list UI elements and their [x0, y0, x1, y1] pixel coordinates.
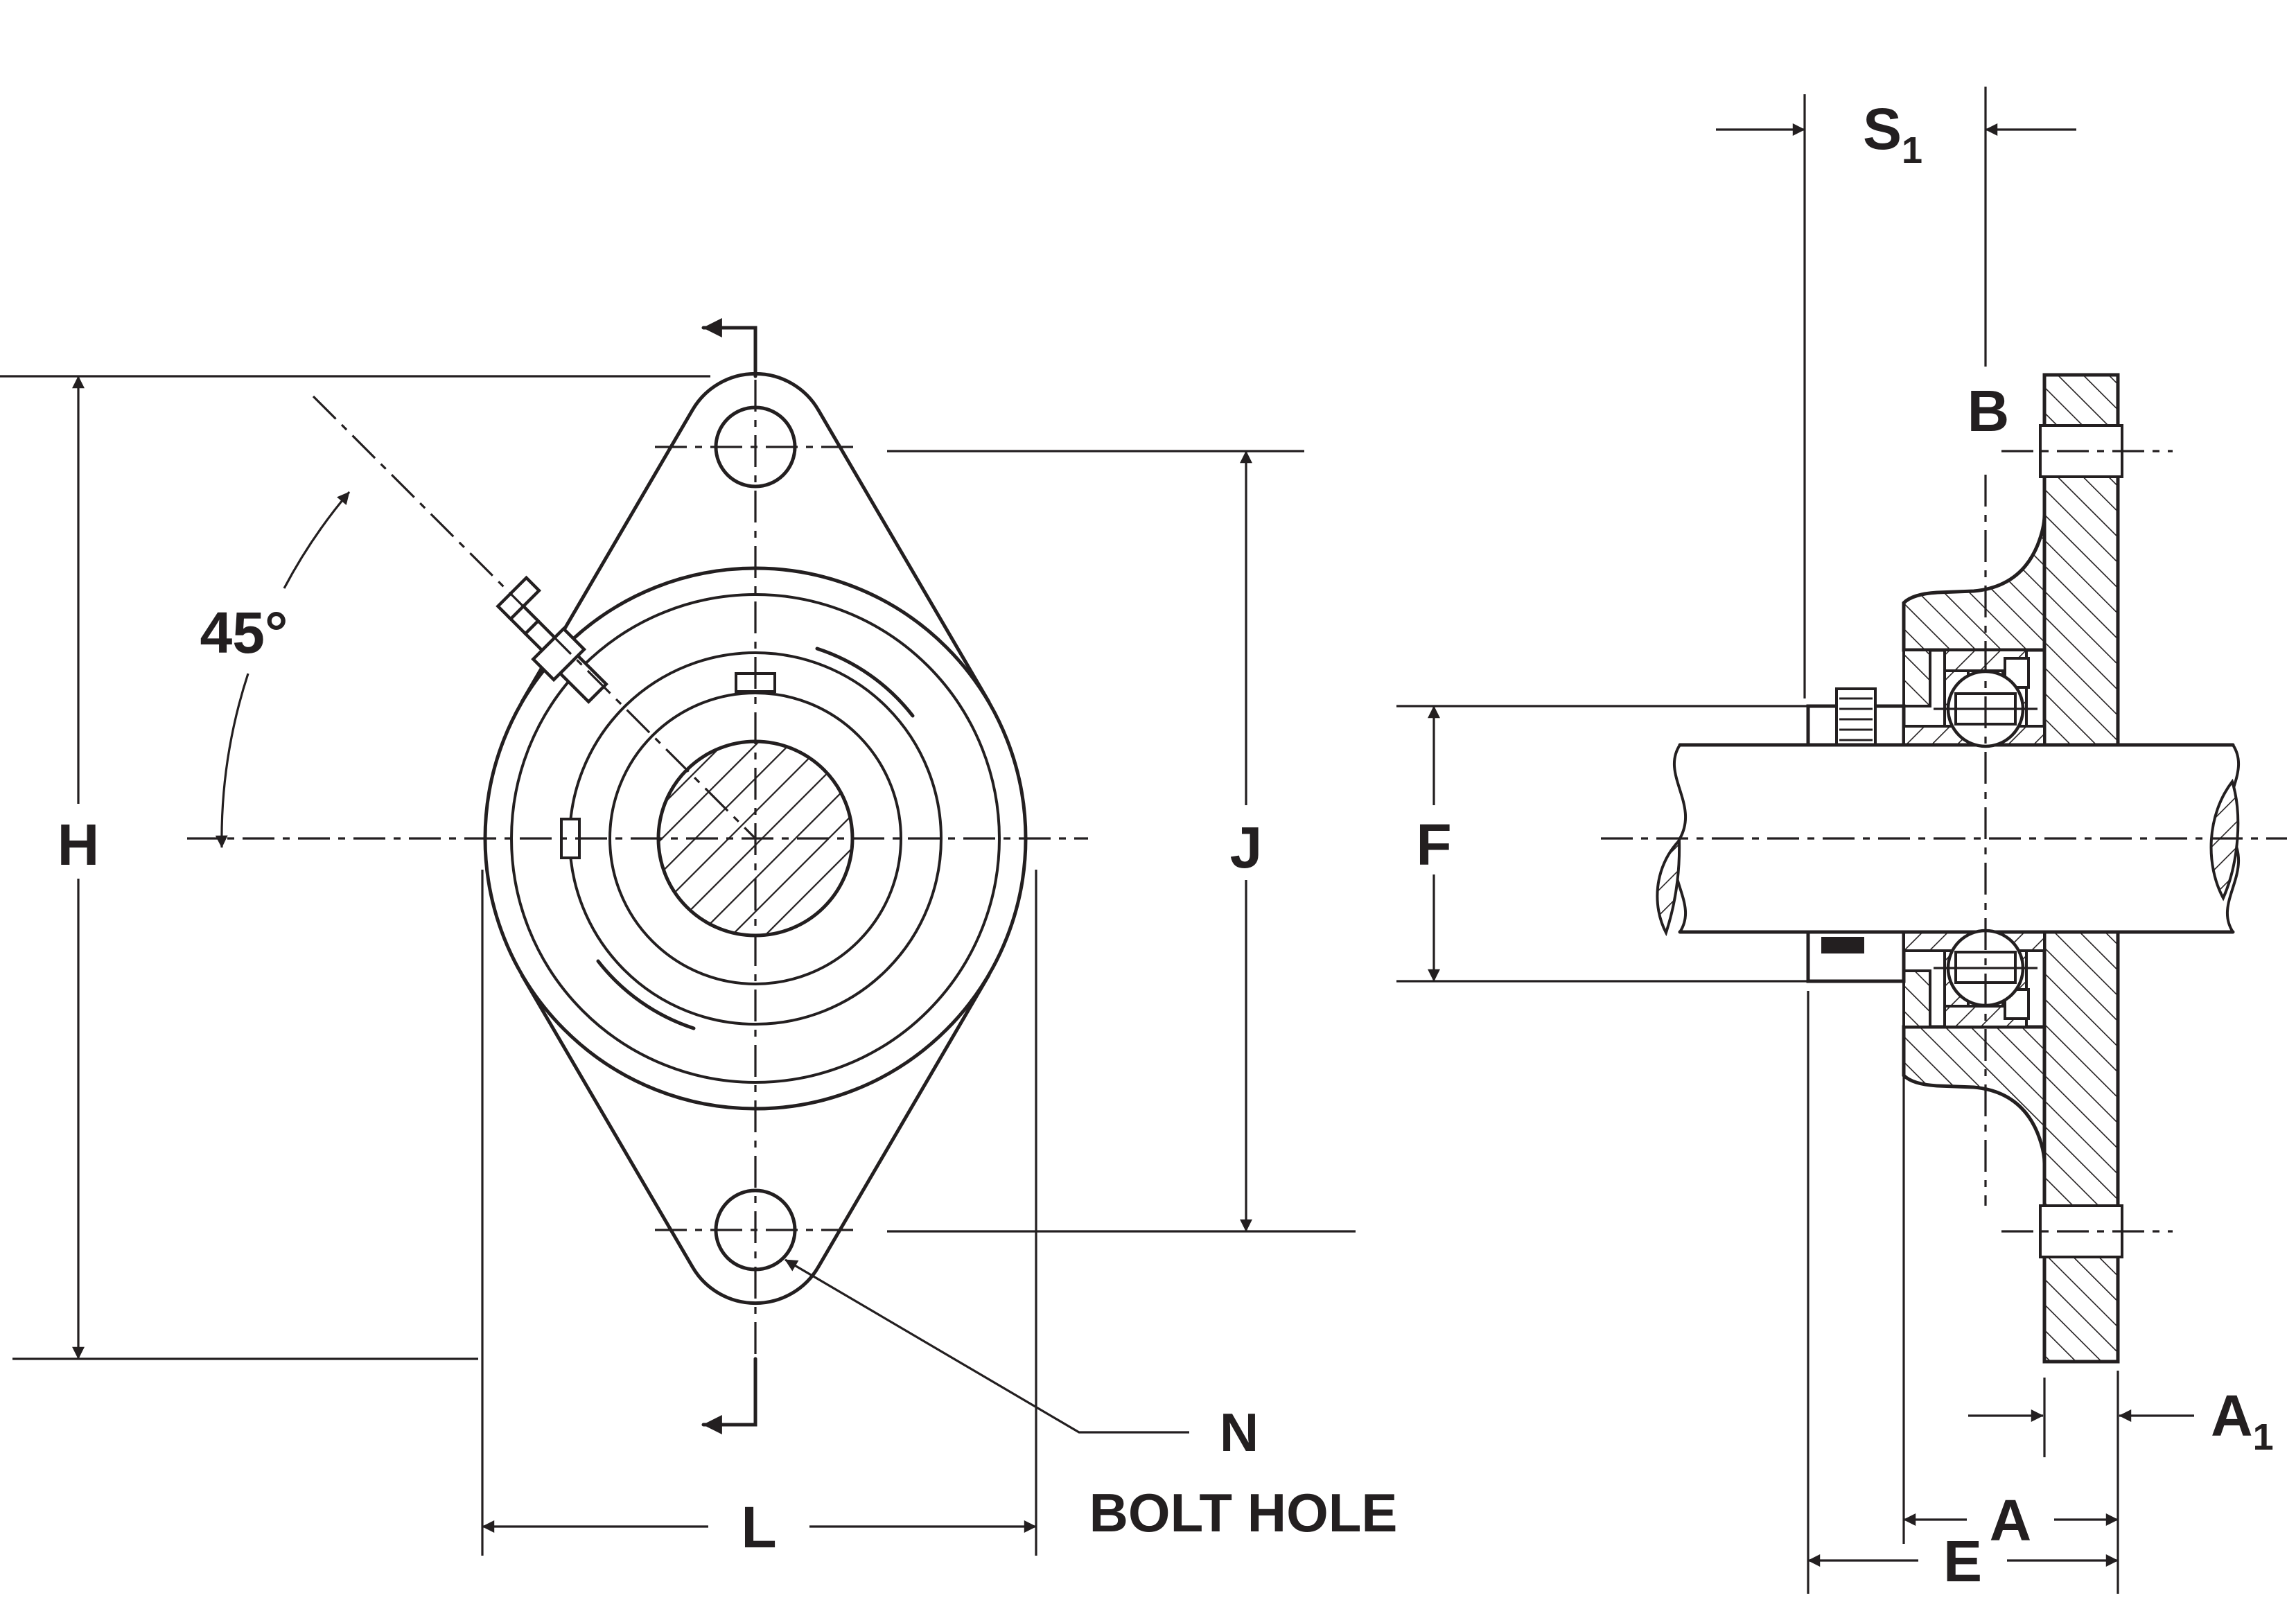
angle-arc-lower — [215, 673, 249, 848]
bolt-hole-leader — [785, 1258, 1189, 1434]
h-label: H — [58, 812, 100, 877]
housing-front-wall-upper — [1902, 649, 1931, 707]
grease-fitting — [496, 575, 608, 704]
housing-lower-section — [1902, 1025, 2047, 1164]
insert-tab-lower-left — [596, 959, 696, 1030]
l-label: L — [741, 1495, 776, 1560]
j-label: J — [1230, 815, 1263, 880]
side-section-view — [1601, 373, 2287, 1364]
angle-label: 45° — [200, 600, 288, 665]
section-arrow-bottom — [701, 1357, 757, 1434]
angle-arc-upper — [283, 491, 351, 589]
grease-fitting-flag — [496, 575, 542, 622]
shaft-break-left-lens — [1656, 837, 1681, 937]
housing-front-wall-lower — [1902, 969, 1931, 1028]
f-label: F — [1416, 812, 1451, 877]
grease-angle-centerline — [312, 395, 757, 840]
bolt-hole-note-line2: BOLT HOLE — [1089, 1482, 1398, 1543]
shaft-key — [1821, 937, 1864, 953]
shaft-break-right-lens — [2209, 778, 2240, 902]
e-label: E — [1943, 1529, 1982, 1594]
section-arrow-top — [701, 318, 757, 378]
bolt-hole-note-line1: N — [1220, 1402, 1259, 1463]
side-view-dimensions: S1 B F A1 A E — [1396, 87, 2274, 1594]
front-view-dimensions: H J L 45° N BOLT HOLE — [0, 375, 1398, 1560]
set-screw-threads — [1839, 697, 1873, 741]
a-label: A — [1990, 1488, 2032, 1553]
insert-tab-upper-right — [815, 647, 915, 718]
front-view — [187, 318, 1088, 1434]
housing-upper-section — [1902, 514, 2047, 652]
a1-label: A1 — [2211, 1383, 2274, 1458]
b-label: B — [1968, 378, 2010, 443]
s1-label: S1 — [1863, 96, 1922, 171]
bottom-bolt-ear-outline — [520, 973, 991, 1306]
